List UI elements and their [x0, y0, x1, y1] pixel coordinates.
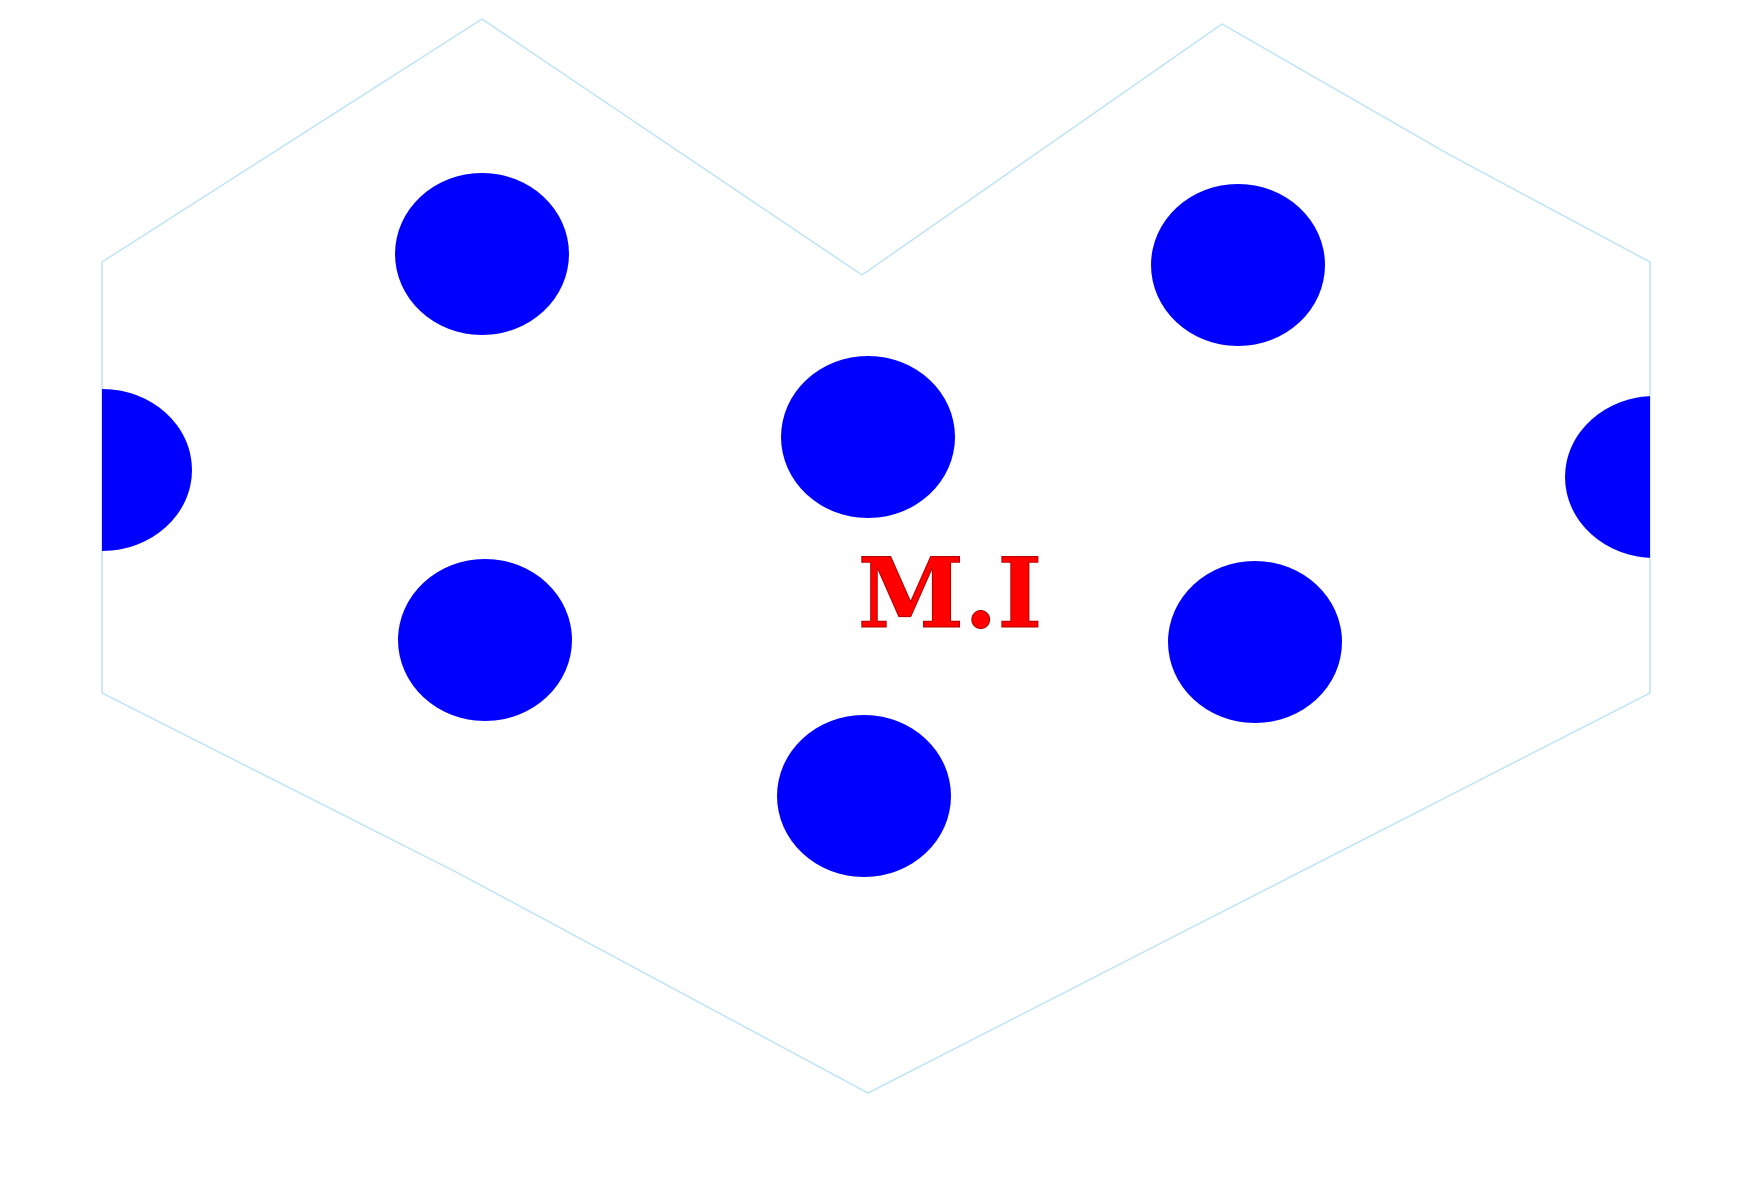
dot-top-left	[395, 173, 569, 335]
dot-right-edge	[1565, 396, 1650, 558]
dot-bottom	[777, 715, 951, 877]
dot-left-edge	[102, 389, 192, 551]
dot-bottom-right	[1168, 561, 1342, 723]
dot-top-right	[1151, 184, 1325, 346]
dot-center	[781, 356, 955, 518]
mask-outline	[101, 18, 1651, 1094]
dot-bottom-left	[398, 559, 572, 721]
dot-group	[102, 173, 1650, 877]
label-text: M.I	[858, 537, 1043, 650]
